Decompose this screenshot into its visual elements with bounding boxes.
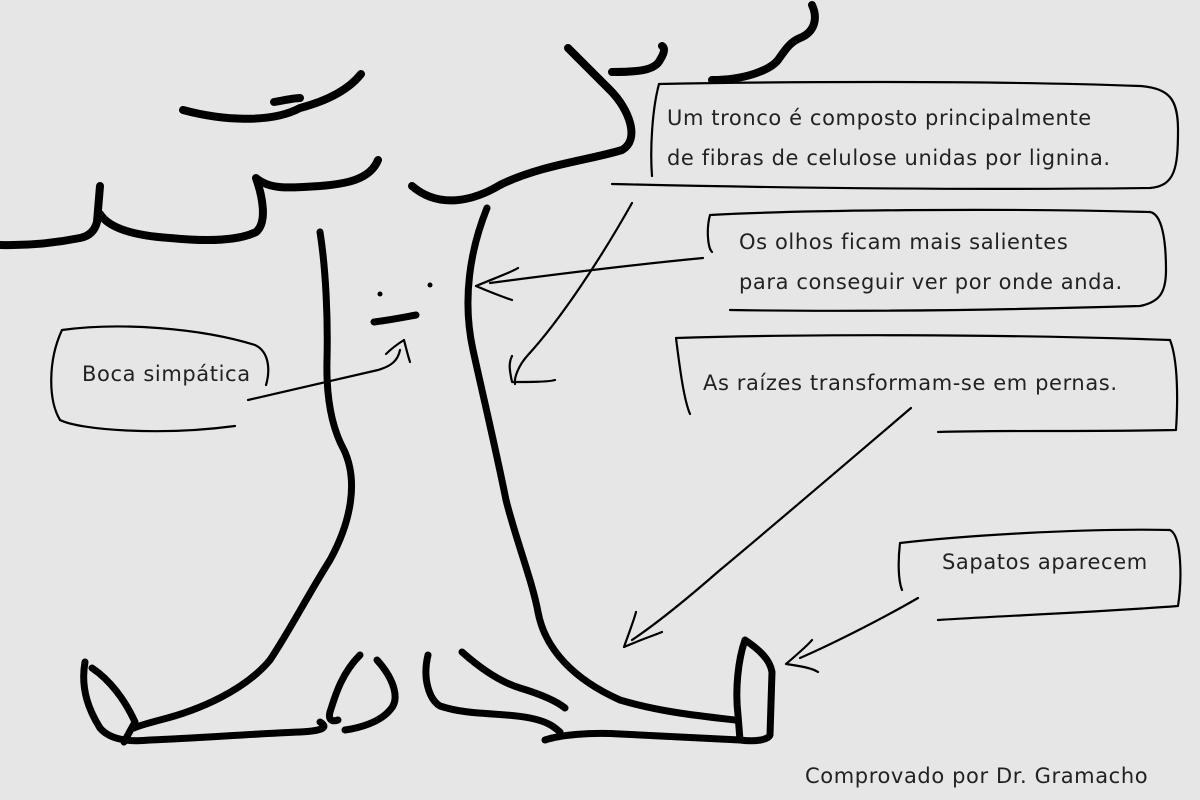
eyes-annotation-line2: para conseguir ver por onde anda.: [739, 270, 1123, 294]
left-branch-top: [179, 70, 365, 123]
left-eye: [377, 291, 383, 297]
face: [370, 282, 433, 326]
shoes-annotation: Sapatos aparecem: [942, 550, 1148, 574]
left-branch-top-twig: [270, 94, 304, 106]
right-branch-upper: [708, 1, 819, 84]
mouth-bubble: [50, 325, 270, 433]
left-branch-bottom: [0, 156, 382, 250]
tree-branches: [0, 1, 819, 250]
roots-arrow: [622, 406, 913, 649]
trunk-annotation-line2: de fibras de celulose unidas por lignina…: [667, 146, 1111, 170]
trunk-annotation-line1: Um tronco é composto principalmente: [667, 106, 1092, 130]
shoes: [80, 636, 776, 746]
mouth-annotation: Boca simpática: [82, 362, 251, 386]
eyes-arrow: [474, 256, 705, 302]
right-shoe: [541, 636, 776, 745]
trunk-bubble: [610, 80, 1180, 190]
roots-bubble: [674, 334, 1179, 434]
credit-line: Comprovado por Dr. Gramacho: [805, 764, 1149, 788]
shoes-arrow: [784, 596, 920, 674]
mouth: [370, 311, 420, 326]
left-leg-inner: [326, 651, 364, 725]
tree-trunk: [130, 204, 739, 736]
roots-annotation: As raízes transformam-se em pernas.: [703, 371, 1118, 395]
right-branch-twig: [608, 42, 669, 76]
eyes-annotation-line1: Os olhos ficam mais salientes: [739, 230, 1069, 254]
trunk-right-edge: [464, 204, 739, 724]
right-leg-inner2: [458, 648, 569, 712]
callout-bubbles: [50, 80, 1182, 622]
mouth-arrow: [246, 338, 412, 402]
eyes-bubble: [706, 208, 1168, 312]
shoes-bubble: [897, 528, 1182, 622]
left-leg-inner2: [341, 656, 399, 734]
trunk-arrow: [508, 201, 634, 386]
right-branch: [408, 44, 636, 205]
right-eye: [427, 282, 433, 288]
trunk-left-edge: [130, 228, 356, 732]
left-shoe: [80, 658, 328, 746]
eyes-annotation: Os olhos ficam mais salientes para conse…: [739, 222, 1123, 302]
right-leg-inner: [422, 651, 564, 736]
pointer-arrows: [246, 201, 920, 674]
trunk-annotation: Um tronco é composto principalmente de f…: [667, 98, 1111, 178]
